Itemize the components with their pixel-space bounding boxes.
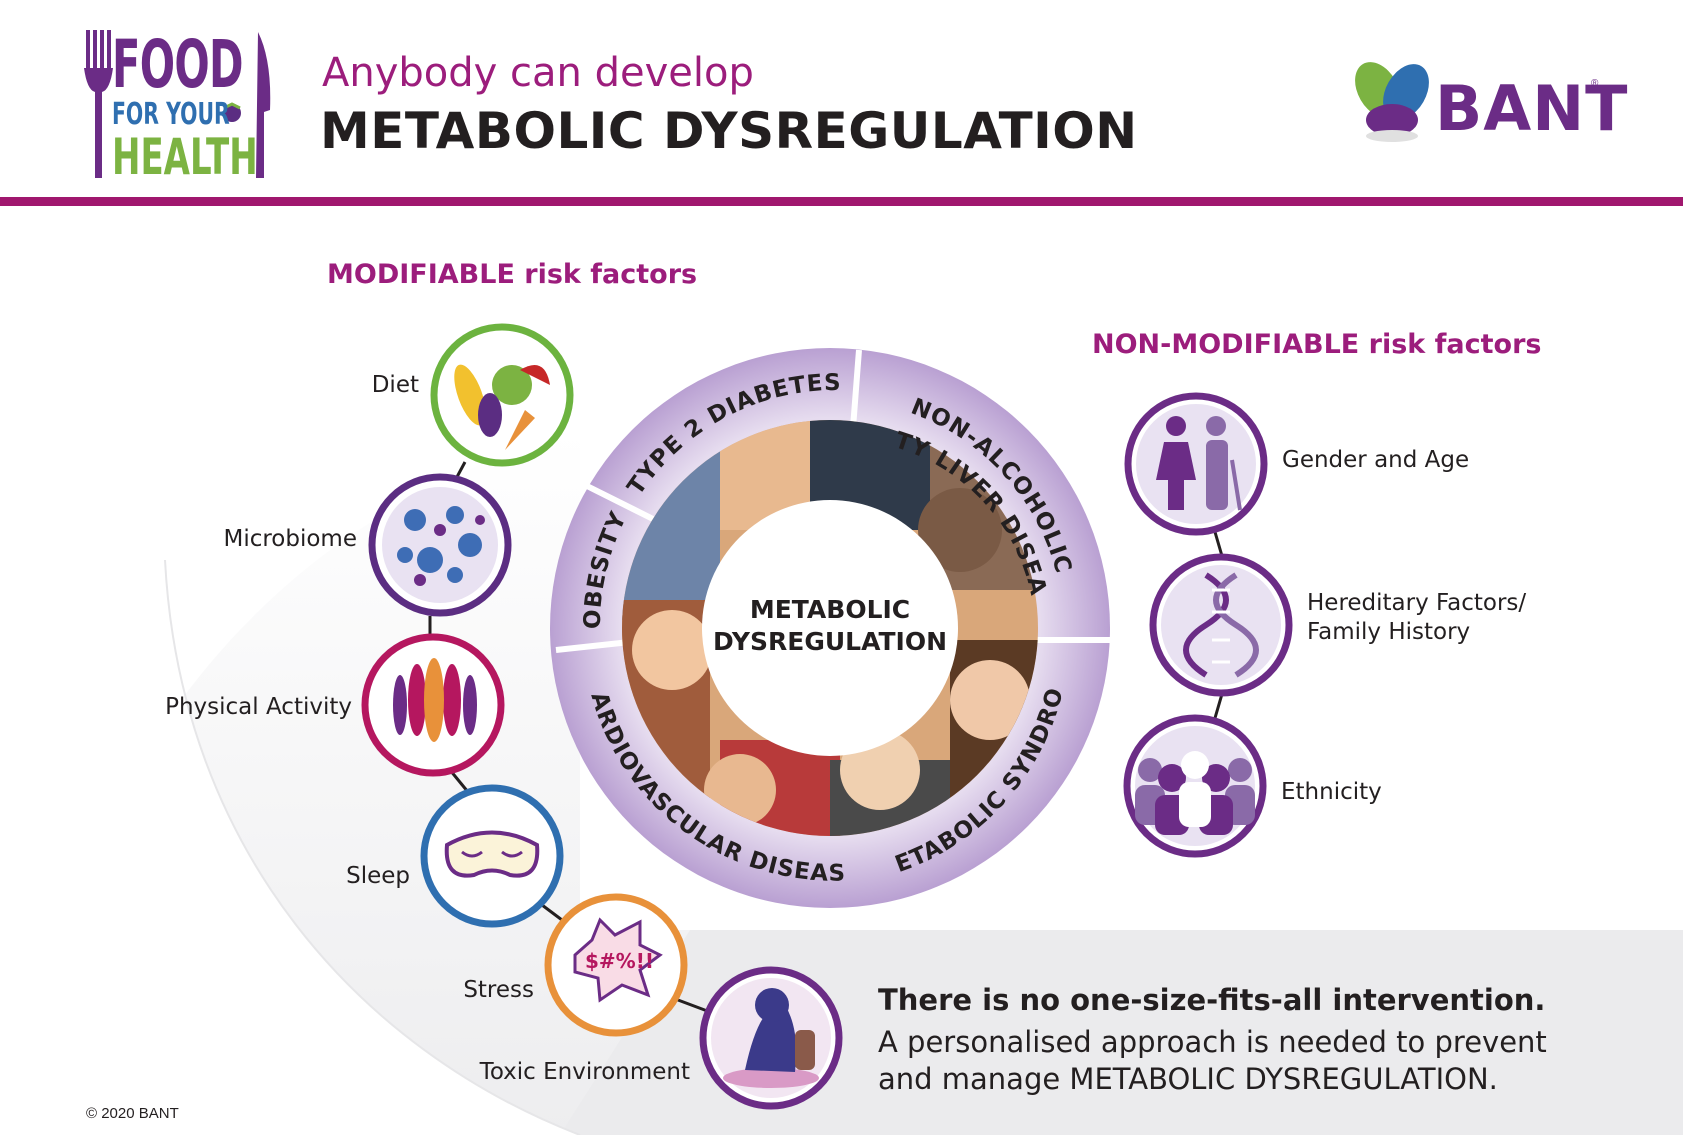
copyright: © 2020 BANT xyxy=(86,1105,179,1122)
physical-activity-icon xyxy=(361,633,505,777)
dna-icon xyxy=(1149,553,1293,697)
factor-label-microbiome: Microbiome xyxy=(223,526,357,552)
factor-label-hereditary-line2: Family History xyxy=(1307,619,1471,645)
page-title: METABOLIC DYSREGULATION xyxy=(320,102,1138,160)
page-subtitle: Anybody can develop xyxy=(322,50,754,96)
wheel-center-line2: DYSREGULATION xyxy=(712,627,948,656)
stress-icon: $#%!! xyxy=(544,893,688,1037)
factor-label-physical-activity: Physical Activity xyxy=(165,694,352,720)
header-divider xyxy=(0,197,1683,206)
factor-label-sleep: Sleep xyxy=(346,863,410,889)
microbiome-icon xyxy=(368,473,512,617)
factor-label-stress: Stress xyxy=(463,977,534,1003)
non-modifiable-heading: NON-MODIFIABLE risk factors xyxy=(1092,329,1542,360)
logo-for-your-text: FOR YOUR xyxy=(112,97,230,132)
message-line-2: and manage METABOLIC DYSREGULATION. xyxy=(878,1062,1498,1096)
factor-label-toxic-environment: Toxic Environment xyxy=(479,1059,690,1085)
logo-food-text: FOOD xyxy=(112,26,243,103)
message-headline: There is no one-size-fits-all interventi… xyxy=(878,983,1546,1017)
diet-icon xyxy=(430,323,574,467)
wheel-center xyxy=(702,500,958,756)
non-modifiable-connectors xyxy=(1213,531,1224,719)
factor-label-diet: Diet xyxy=(371,372,419,398)
factor-label-hereditary-line1: Hereditary Factors/ xyxy=(1307,590,1527,616)
svg-text:$#%!!: $#%!! xyxy=(585,949,654,973)
message-line-1: A personalised approach is needed to pre… xyxy=(878,1025,1547,1059)
toxic-environment-icon xyxy=(699,966,843,1110)
wheel-center-label: METABOLIC DYSREGULATION xyxy=(680,594,980,658)
modifiable-heading: MODIFIABLE risk factors xyxy=(327,259,698,290)
food-logo-mark xyxy=(223,102,241,122)
factor-label-gender-age: Gender and Age xyxy=(1282,447,1470,473)
bant-logo-text: BANT xyxy=(1435,72,1629,145)
factor-label-ethnicity: Ethnicity xyxy=(1281,779,1382,805)
fork-knife-icon xyxy=(84,30,271,178)
logo-health-text: HEALTH xyxy=(112,128,258,186)
sleep-mask-icon xyxy=(420,784,564,928)
gender-age-icon xyxy=(1124,392,1268,536)
bant-logo-mark xyxy=(1355,62,1429,142)
ethnicity-icon xyxy=(1123,714,1267,858)
bant-registered-mark: ® xyxy=(1591,78,1599,89)
wheel-center-line1: METABOLIC xyxy=(749,595,911,624)
